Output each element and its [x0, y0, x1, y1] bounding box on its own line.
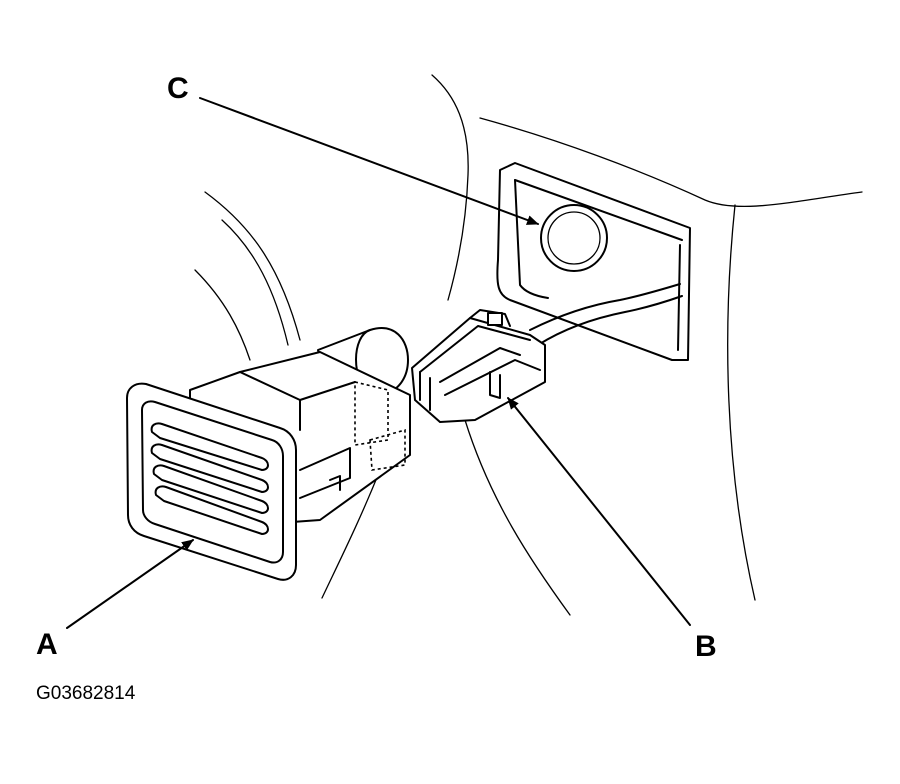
leader-line-b — [507, 397, 691, 626]
vent-housing-a — [126, 327, 411, 581]
dashboard-contours — [194, 74, 863, 616]
dashboard-opening — [496, 162, 691, 361]
leader-line-a — [66, 539, 194, 629]
callout-label-b: B — [695, 630, 717, 663]
figure-id: G03682814 — [36, 683, 136, 704]
vent-grille — [150, 422, 269, 535]
leader-line-c — [199, 97, 539, 225]
callout-label-a: A — [36, 628, 58, 661]
leader-lines — [66, 97, 691, 629]
light-bulb-c — [540, 204, 608, 272]
wire-harness — [529, 283, 683, 346]
connector-b — [411, 309, 546, 423]
callout-label-c: C — [167, 72, 189, 105]
